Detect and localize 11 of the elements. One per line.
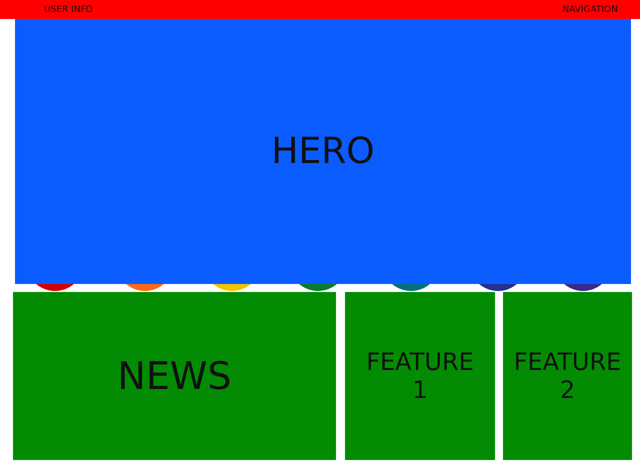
feature-panel — [503, 292, 632, 460]
section-title: HERO — [271, 131, 375, 172]
section-title: FEATURE 1 — [365, 348, 475, 404]
section-title: NEWS — [117, 354, 232, 398]
nav-label: NAVIGATION — [562, 4, 618, 14]
feature-panel — [345, 292, 495, 460]
section-title: FEATURE 2 — [512, 348, 622, 404]
nav-label: USER INFO — [44, 4, 93, 14]
top-bar — [0, 0, 640, 19]
news-panel — [13, 292, 336, 460]
hero-panel — [15, 19, 631, 284]
